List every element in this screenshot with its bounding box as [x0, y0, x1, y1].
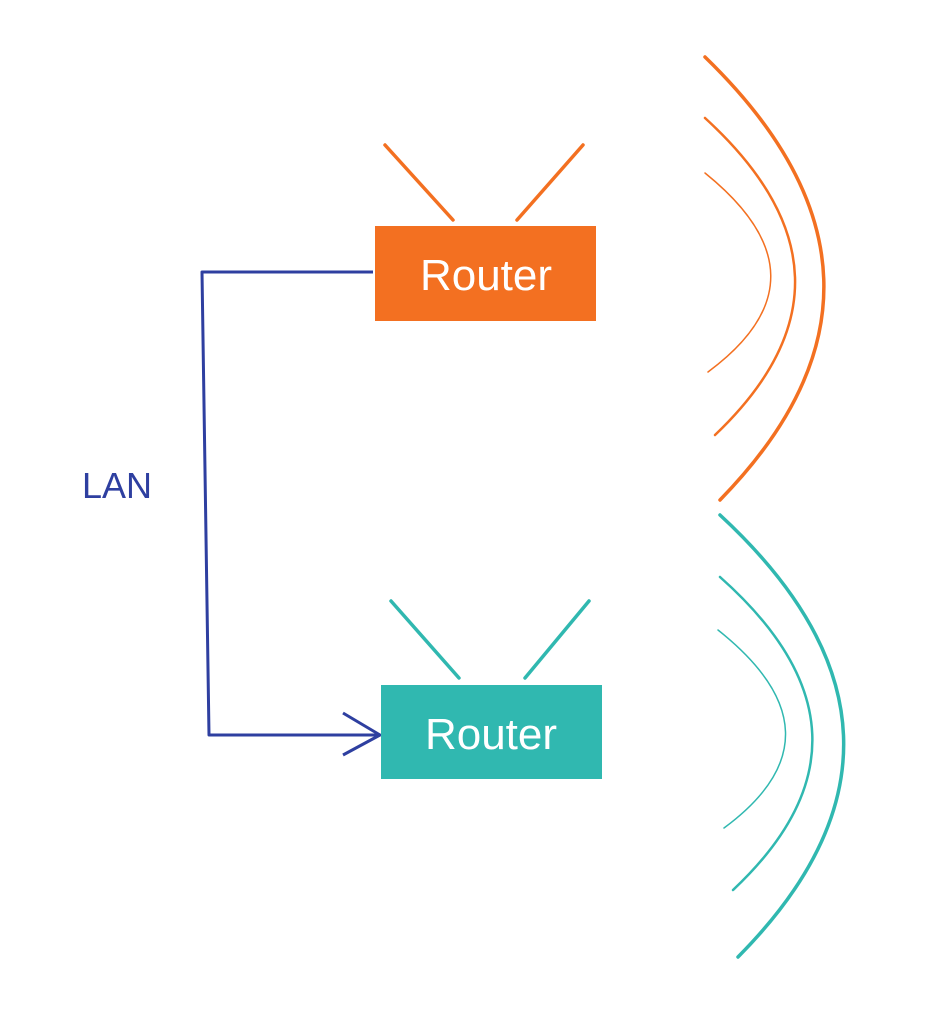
wifi-signal-icon	[703, 55, 826, 502]
antenna-icon	[383, 143, 585, 222]
lan-link-line	[200, 270, 380, 737]
arrow-head-icon	[342, 711, 382, 757]
antenna-icon	[389, 599, 591, 680]
wifi-signal-icon	[717, 513, 846, 959]
router-2: Router	[381, 513, 846, 959]
lan-connection: LAN	[82, 270, 382, 757]
router-label: Router	[420, 251, 552, 300]
router-box	[381, 685, 602, 779]
lan-label: LAN	[82, 465, 152, 506]
router-label: Router	[425, 710, 557, 759]
router-box	[375, 226, 596, 321]
router-1: Router	[375, 55, 826, 502]
